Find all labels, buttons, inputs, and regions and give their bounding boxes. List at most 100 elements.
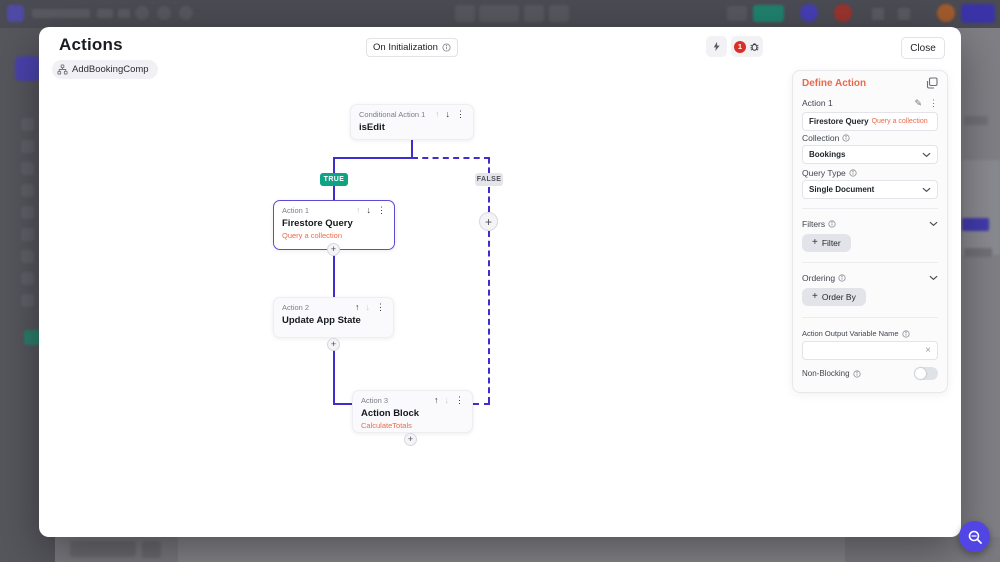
divider (802, 208, 938, 209)
action-1-title: Firestore Query (282, 218, 353, 229)
clear-input-icon[interactable]: × (925, 344, 931, 356)
action-2-label: Action 2 (282, 303, 310, 312)
collapse-chevron-icon[interactable] (929, 221, 938, 227)
divider (802, 262, 938, 263)
query-type-label: Query Type (802, 168, 846, 178)
component-chip[interactable]: AddBookingComp (52, 60, 158, 79)
bug-icon (750, 43, 759, 51)
move-down-icon[interactable]: ↓ (365, 302, 371, 312)
flow-connector-line (411, 139, 413, 158)
info-icon[interactable] (842, 134, 850, 142)
action-3-label: Action 3 (361, 396, 389, 405)
action-3-subtitle: CalculateTotals (361, 421, 412, 430)
add-action-button[interactable]: + (327, 243, 340, 256)
action-2-title: Update App State (282, 315, 361, 326)
move-up-icon[interactable]: ↑ (356, 205, 361, 215)
false-branch-badge: FALSE (475, 173, 503, 186)
more-menu-icon[interactable]: ⋮ (456, 109, 465, 119)
output-variable-label: Action Output Variable Name (802, 329, 899, 338)
query-type-dropdown[interactable]: Single Document (802, 180, 938, 199)
flow-false-dashed-line (412, 157, 490, 159)
search-zoom-fab[interactable] (959, 521, 990, 552)
add-order-by-button[interactable]: + Order By (802, 288, 866, 306)
error-count-badge: 1 (734, 40, 746, 53)
more-menu-icon[interactable]: ⋮ (376, 302, 385, 312)
execution-path-button[interactable] (706, 36, 727, 57)
duplicate-icon[interactable] (926, 77, 938, 89)
add-action-button[interactable]: + (404, 433, 417, 446)
conditional-action-card[interactable]: Conditional Action 1 ↑ ↓ ⋮ isEdit (350, 104, 474, 140)
action-3-title: Action Block (361, 408, 420, 419)
action-1-label: Action 1 (282, 206, 310, 215)
magnifier-icon (968, 530, 982, 544)
info-icon[interactable] (838, 274, 846, 282)
page-title: Actions (59, 35, 123, 54)
non-blocking-label: Non-Blocking (802, 369, 850, 378)
info-icon[interactable] (852, 369, 861, 378)
add-filter-button[interactable]: + Filter (802, 234, 851, 252)
flow-connector-line (333, 250, 335, 297)
collection-dropdown[interactable]: Bookings (802, 145, 938, 164)
flow-false-dashed-line (473, 403, 490, 405)
move-up-icon[interactable]: ↑ (434, 395, 439, 405)
true-branch-badge: TRUE (320, 173, 348, 186)
flash-icon (713, 41, 720, 52)
panel-title: Define Action (802, 77, 867, 89)
move-up-icon[interactable]: ↑ (355, 302, 360, 312)
add-filter-label: Filter (821, 238, 841, 248)
action-1-card[interactable]: Action 1 ↑ ↓ ⋮ Firestore Query Query a c… (273, 200, 395, 250)
move-down-icon[interactable]: ↓ (445, 109, 451, 119)
info-icon (442, 43, 451, 52)
info-icon[interactable] (849, 169, 857, 177)
ordering-label: Ordering (802, 273, 836, 283)
info-icon[interactable] (828, 220, 836, 228)
action-2-card[interactable]: Action 2 ↑ ↓ ⋮ Update App State (273, 297, 394, 338)
divider (802, 317, 938, 318)
add-order-by-label: Order By (821, 292, 856, 302)
more-menu-icon[interactable]: ⋮ (929, 97, 938, 108)
collapse-chevron-icon[interactable] (929, 275, 938, 281)
output-variable-input[interactable]: × (802, 341, 938, 360)
flow-false-dashed-line (488, 158, 490, 173)
edit-pencil-icon[interactable]: ✎ (914, 97, 922, 108)
action-type-dropdown[interactable]: Firestore Query Query a collection (802, 112, 938, 131)
define-action-panel: Define Action Action 1 ✎ ⋮ Firestore Que… (792, 70, 948, 393)
move-down-icon[interactable]: ↓ (366, 205, 372, 215)
non-blocking-toggle[interactable] (914, 367, 938, 380)
more-menu-icon[interactable]: ⋮ (455, 395, 464, 405)
collection-value: Bookings (809, 150, 846, 159)
flow-connector-line (333, 345, 335, 404)
actions-modal: Actions AddBookingComp On Initialization (39, 27, 961, 537)
flow-false-dashed-line (488, 231, 490, 403)
filters-label: Filters (802, 219, 826, 229)
errors-button[interactable]: 1 (731, 36, 763, 57)
close-button-label: Close (910, 42, 936, 54)
conditional-condition: isEdit (359, 122, 385, 133)
plus-icon: + (812, 291, 818, 302)
action-type-value: Firestore Query (809, 117, 869, 126)
trigger-selector-button[interactable]: On Initialization (366, 38, 458, 57)
close-button[interactable]: Close (901, 37, 945, 59)
flow-connector-line (333, 403, 352, 405)
action-3-card[interactable]: Action 3 ↑ ↓ ⋮ Action Block CalculateTot… (352, 390, 473, 433)
plus-icon: + (812, 237, 818, 248)
toggle-knob (915, 368, 926, 379)
conditional-card-label: Conditional Action 1 (359, 110, 426, 119)
add-action-button[interactable]: + (327, 338, 340, 351)
chevron-down-icon (922, 152, 931, 157)
more-menu-icon[interactable]: ⋮ (377, 205, 386, 215)
flow-connector-line (333, 157, 412, 159)
chevron-down-icon (922, 187, 931, 192)
info-icon[interactable] (901, 329, 910, 338)
move-up-icon[interactable]: ↑ (435, 109, 440, 119)
collection-label: Collection (802, 133, 840, 143)
move-down-icon[interactable]: ↓ (444, 395, 450, 405)
query-type-value: Single Document (809, 185, 875, 194)
action-type-hint: Query a collection (871, 118, 928, 125)
action-1-subtitle: Query a collection (282, 231, 343, 240)
trigger-label: On Initialization (373, 42, 438, 53)
component-chip-label: AddBookingComp (72, 64, 149, 75)
add-false-branch-action-button[interactable]: + (479, 212, 498, 231)
flow-false-dashed-line (488, 187, 490, 212)
